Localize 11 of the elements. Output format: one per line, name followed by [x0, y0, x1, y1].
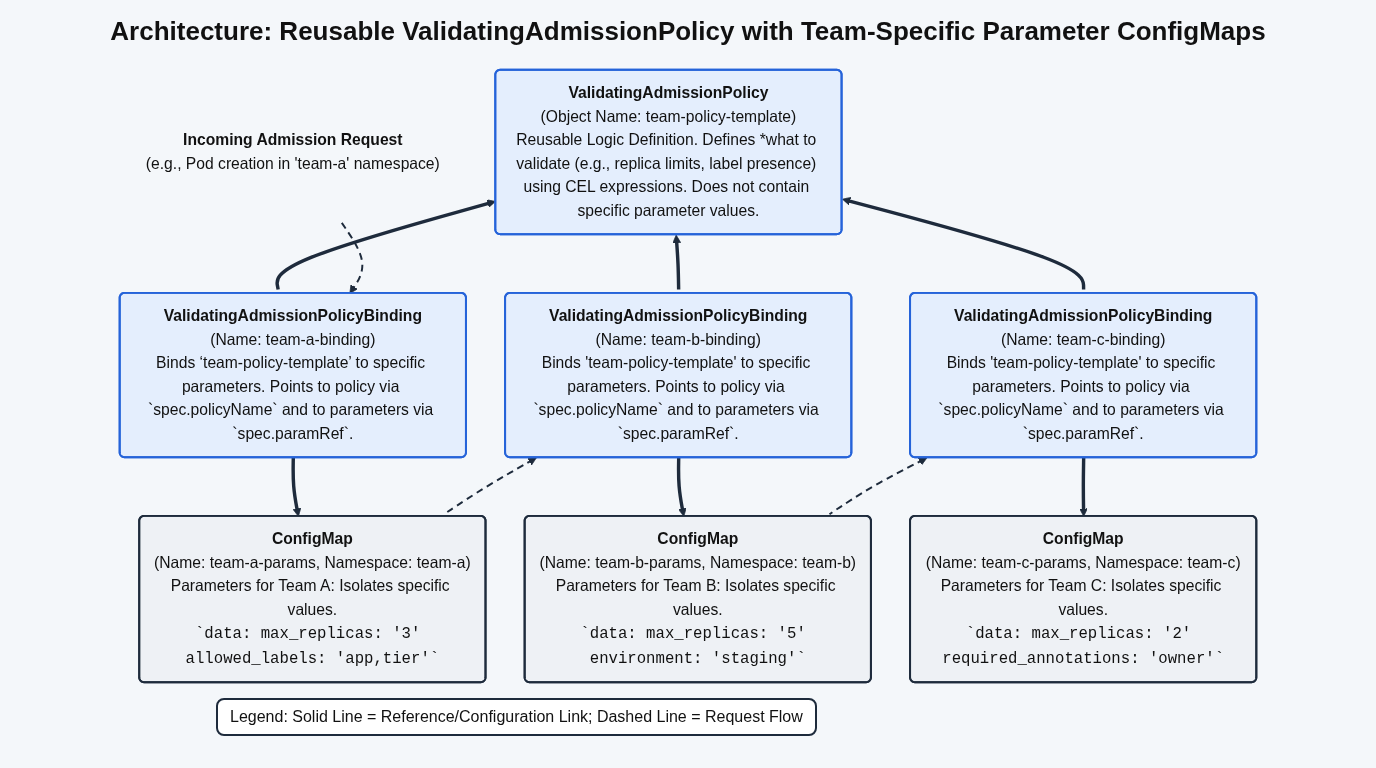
arrow: [291, 457, 302, 517]
arrow: [842, 197, 1086, 290]
arrow: [828, 457, 928, 516]
node-text: Incoming Admission Request (e.g., Pod creation in 'team-a' namespace): [145, 131, 440, 172]
arrow: [672, 234, 681, 290]
diagram-title: Architecture: Reusable ValidatingAdmissionPolicy with Team-Specific Parameter ConfigMaps: [109, 16, 1267, 47]
arrow: [340, 221, 364, 294]
arrow: [1079, 457, 1088, 517]
arrow: [676, 457, 687, 517]
legend-note: Legend: Solid Line = Reference/Configuration Link; Dashed Line = Request Flow: [216, 698, 817, 736]
arrow: [275, 199, 496, 290]
